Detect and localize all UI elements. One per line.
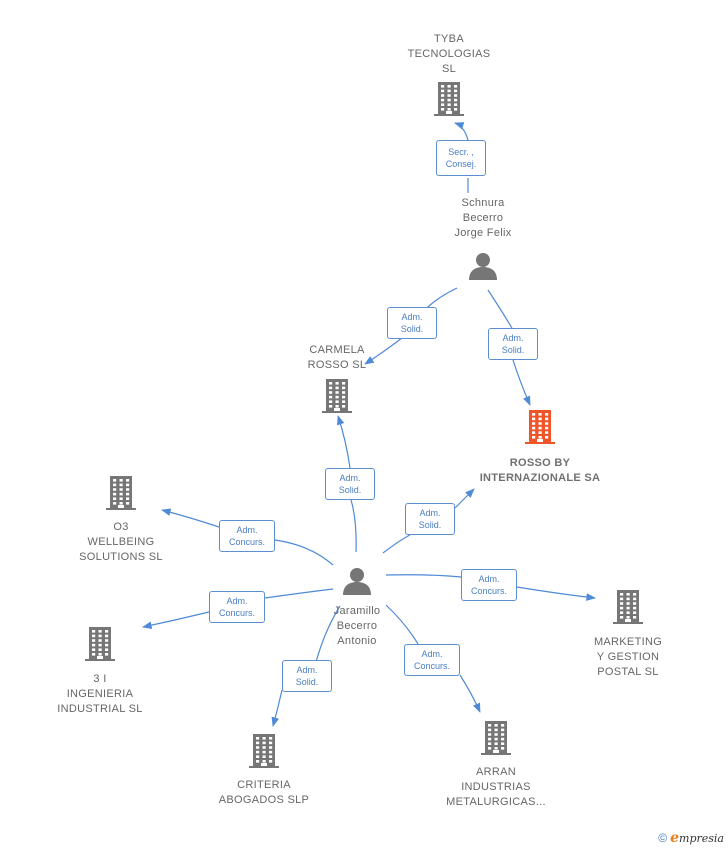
edge-jaramillo-o3 xyxy=(162,510,334,566)
node-schnura[interactable]: Schnura Becerro Jorge Felix xyxy=(430,196,536,285)
node-jaramillo[interactable]: Jaramillo Becerro Antonio xyxy=(304,567,410,649)
node-label-line: Jaramillo xyxy=(333,605,381,617)
building-icon xyxy=(85,627,115,666)
edge-jaramillo-arran xyxy=(385,604,480,712)
edge-schnura-rosso xyxy=(487,289,530,405)
node-label-line: INGENIERIA xyxy=(66,688,134,700)
node-label-line: WELLBEING xyxy=(87,536,155,548)
node-label-line: TECNOLOGIAS xyxy=(407,48,491,60)
edge-label-line: Consej. xyxy=(445,159,477,169)
building-icon xyxy=(249,734,279,773)
building-icon xyxy=(434,82,464,121)
edge-jaramillo-carmela xyxy=(338,416,357,553)
node-label-line: Schnura xyxy=(461,197,505,209)
node-label-line: Jorge Felix xyxy=(454,227,512,239)
edge-jaramillo-marketing xyxy=(385,574,595,598)
node-label-line: METALURGICAS... xyxy=(446,796,546,808)
edge-label-line: Secr. , xyxy=(448,147,474,157)
edge-label-line: Adm. xyxy=(339,473,361,483)
node-label-line: SL xyxy=(441,63,457,75)
edge-label-schnura-tyba: Secr. , Consej. xyxy=(436,140,486,176)
node-label-line: 3 I xyxy=(93,673,107,685)
edge-schnura-tyba xyxy=(455,123,469,193)
building-icon xyxy=(322,379,352,418)
node-label-line: CARMELA xyxy=(309,344,365,356)
edge-label-line: Adm. xyxy=(296,665,318,675)
edge-label-jaramillo-marketing: Adm. Concurs. xyxy=(461,569,517,601)
node-tyba[interactable]: TYBA TECNOLOGIAS SL xyxy=(396,32,502,121)
edge-label-jaramillo-o3: Adm. Concurs. xyxy=(219,520,275,552)
node-rosso[interactable]: ROSSO BY INTERNAZIONALE SA xyxy=(462,410,618,486)
node-label-line: Y GESTION xyxy=(596,651,660,663)
edge-label-line: Solid. xyxy=(501,345,525,355)
edge-label-jaramillo-arran: Adm. Concurs. xyxy=(404,644,460,676)
footer-copyright: © empresia xyxy=(658,830,724,846)
node-label-line: POSTAL SL xyxy=(597,666,659,678)
node-label-line: ROSSO BY xyxy=(509,457,571,469)
edge-label-line: Solid. xyxy=(338,485,362,495)
edge-label-schnura-carmela: Adm. Solid. xyxy=(387,307,437,339)
logo-text: mpresia xyxy=(679,832,724,845)
edge-label-line: Concurs. xyxy=(413,661,450,671)
edge-jaramillo-rosso xyxy=(382,489,474,554)
node-criteria[interactable]: CRITERIA ABOGADOS SLP xyxy=(211,734,317,808)
person-icon xyxy=(342,567,372,600)
node-label-line: Becerro xyxy=(336,620,378,632)
edge-label-line: Solid. xyxy=(400,324,424,334)
node-3i[interactable]: 3 I INGENIERIA INDUSTRIAL SL xyxy=(47,627,153,717)
node-label-line: O3 xyxy=(113,521,129,533)
node-label-line: ROSSO SL xyxy=(307,359,367,371)
node-marketing[interactable]: MARKETING Y GESTION POSTAL SL xyxy=(575,590,681,680)
edge-jaramillo-3i xyxy=(143,588,334,627)
node-label-line: MARKETING xyxy=(593,636,663,648)
edge-label-jaramillo-3i: Adm. Concurs. xyxy=(209,591,265,623)
edge-label-line: Adm. xyxy=(236,525,258,535)
node-label-line: ARRAN xyxy=(475,766,516,778)
copyright-icon: © xyxy=(658,831,668,845)
edge-label-line: Adm. xyxy=(421,649,443,659)
node-label-line: INDUSTRIAL SL xyxy=(57,703,143,715)
edge-label-line: Adm. xyxy=(226,596,248,606)
node-label-line: INDUSTRIAS xyxy=(461,781,531,793)
node-o3[interactable]: O3 WELLBEING SOLUTIONS SL xyxy=(68,476,174,565)
node-carmela[interactable]: CARMELA ROSSO SL xyxy=(284,343,390,418)
edge-label-jaramillo-criteria: Adm. Solid. xyxy=(282,660,332,692)
empresia-logo: empresia xyxy=(670,830,724,846)
node-label-line: TYBA xyxy=(434,33,464,45)
edge-label-line: Concurs. xyxy=(470,586,507,596)
building-icon xyxy=(106,476,136,515)
edge-label-line: Solid. xyxy=(418,520,442,530)
node-label-line: INTERNAZIONALE SA xyxy=(479,472,601,484)
edge-label-line: Adm. xyxy=(419,508,441,518)
building-icon xyxy=(481,721,511,760)
building-icon xyxy=(525,410,555,449)
node-label-line: Becerro xyxy=(462,212,504,224)
edge-label-jaramillo-rosso: Adm. Solid. xyxy=(405,503,455,535)
person-icon xyxy=(468,252,498,285)
edge-label-line: Concurs. xyxy=(218,608,255,618)
node-label-line: SOLUTIONS SL xyxy=(79,551,163,563)
node-label-line: Antonio xyxy=(337,635,377,647)
edge-label-line: Solid. xyxy=(295,677,319,687)
edge-jaramillo-criteria xyxy=(273,605,341,726)
logo-initial: e xyxy=(670,830,680,846)
edge-label-line: Adm. xyxy=(502,333,524,343)
building-icon xyxy=(613,590,643,629)
edge-label-schnura-rosso: Adm. Solid. xyxy=(488,328,538,360)
edge-label-jaramillo-carmela: Adm. Solid. xyxy=(325,468,375,500)
edge-label-line: Concurs. xyxy=(228,537,265,547)
edge-label-line: Adm. xyxy=(478,574,500,584)
node-label-line: ABOGADOS SLP xyxy=(218,794,310,806)
node-label-line: CRITERIA xyxy=(237,779,291,791)
node-arran[interactable]: ARRAN INDUSTRIAS METALURGICAS... xyxy=(436,721,556,810)
edge-label-line: Adm. xyxy=(401,312,423,322)
